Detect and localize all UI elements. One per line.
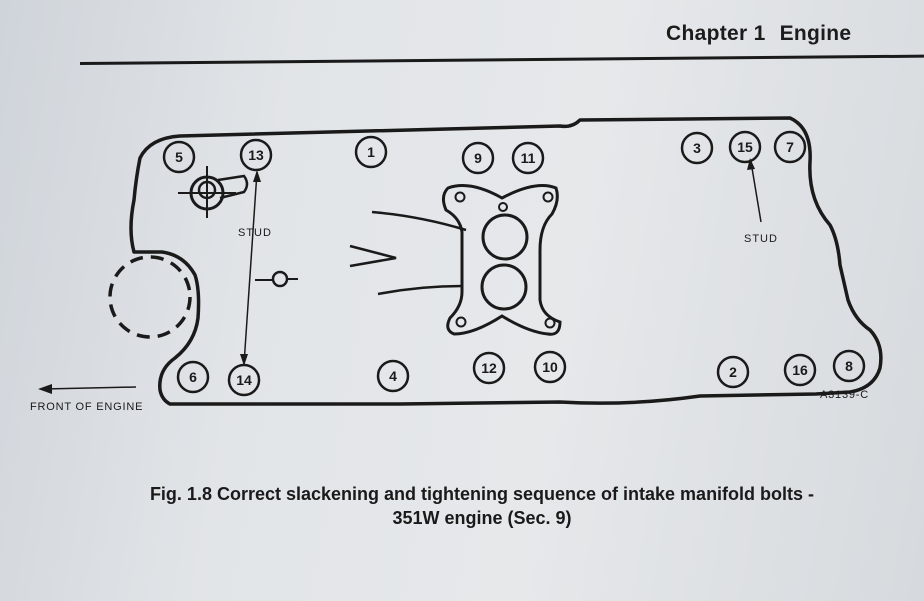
svg-text:4: 4: [389, 368, 397, 384]
svg-text:3: 3: [693, 140, 701, 156]
bolt-10: 10: [533, 350, 567, 384]
svg-text:11: 11: [521, 150, 536, 166]
bolt-3: 3: [680, 131, 714, 165]
bolt-16: 16: [783, 353, 817, 387]
bolt-2: 2: [716, 355, 750, 389]
svg-text:14: 14: [236, 372, 252, 388]
carburettor-flange: [441, 184, 562, 336]
caption-line-1: Fig. 1.8 Correct slackening and tighteni…: [149, 484, 815, 504]
svg-text:2: 2: [729, 364, 737, 380]
stud-arrow-right: [747, 158, 762, 223]
bolt-9: 9: [461, 141, 495, 175]
fitting-crosshair: [178, 166, 249, 218]
bolt-11: 11: [511, 141, 545, 175]
bolt-6: 6: [176, 360, 210, 394]
svg-text:16: 16: [792, 362, 808, 378]
manifold-outline: [129, 116, 883, 406]
svg-text:7: 7: [786, 139, 794, 155]
svg-text:15: 15: [737, 139, 753, 155]
svg-text:9: 9: [474, 150, 482, 166]
front-arrow: [38, 384, 137, 394]
svg-text:6: 6: [189, 369, 197, 385]
bolt-4: 4: [376, 359, 410, 393]
bolt-14: 14: [227, 363, 261, 397]
stud-arrow-left: [240, 170, 298, 366]
svg-text:10: 10: [542, 359, 558, 375]
figure-caption: Fig. 1.8 Correct slackening and tighteni…: [0, 482, 924, 530]
svg-text:12: 12: [481, 360, 497, 376]
chapter-title: Engine: [779, 22, 852, 45]
bolt-1: 1: [354, 135, 388, 169]
dashed-port-outline: [108, 255, 192, 339]
caption-line-2: 351W engine (Sec. 9): [392, 508, 572, 528]
svg-text:5: 5: [175, 149, 183, 165]
bolt-12: 12: [472, 351, 506, 385]
svg-text:13: 13: [248, 147, 264, 163]
bolt-5: 5: [162, 140, 196, 174]
intake-runners: [349, 210, 467, 296]
stud-label-right: STUD: [744, 233, 778, 245]
chapter-number: Chapter 1: [666, 22, 766, 45]
bolt-13: 13: [239, 138, 273, 172]
svg-text:8: 8: [845, 358, 853, 374]
bolt-15: 15: [728, 130, 762, 164]
bolt-8: 8: [832, 349, 866, 383]
front-of-engine-label: FRONT OF ENGINE: [30, 401, 143, 413]
bolt-7: 7: [773, 130, 807, 164]
running-header: Chapter 1 Engine: [666, 22, 851, 46]
svg-text:1: 1: [367, 144, 375, 160]
stud-label-left: STUD: [238, 227, 272, 239]
figure-code-label: A3139-C: [820, 389, 869, 401]
